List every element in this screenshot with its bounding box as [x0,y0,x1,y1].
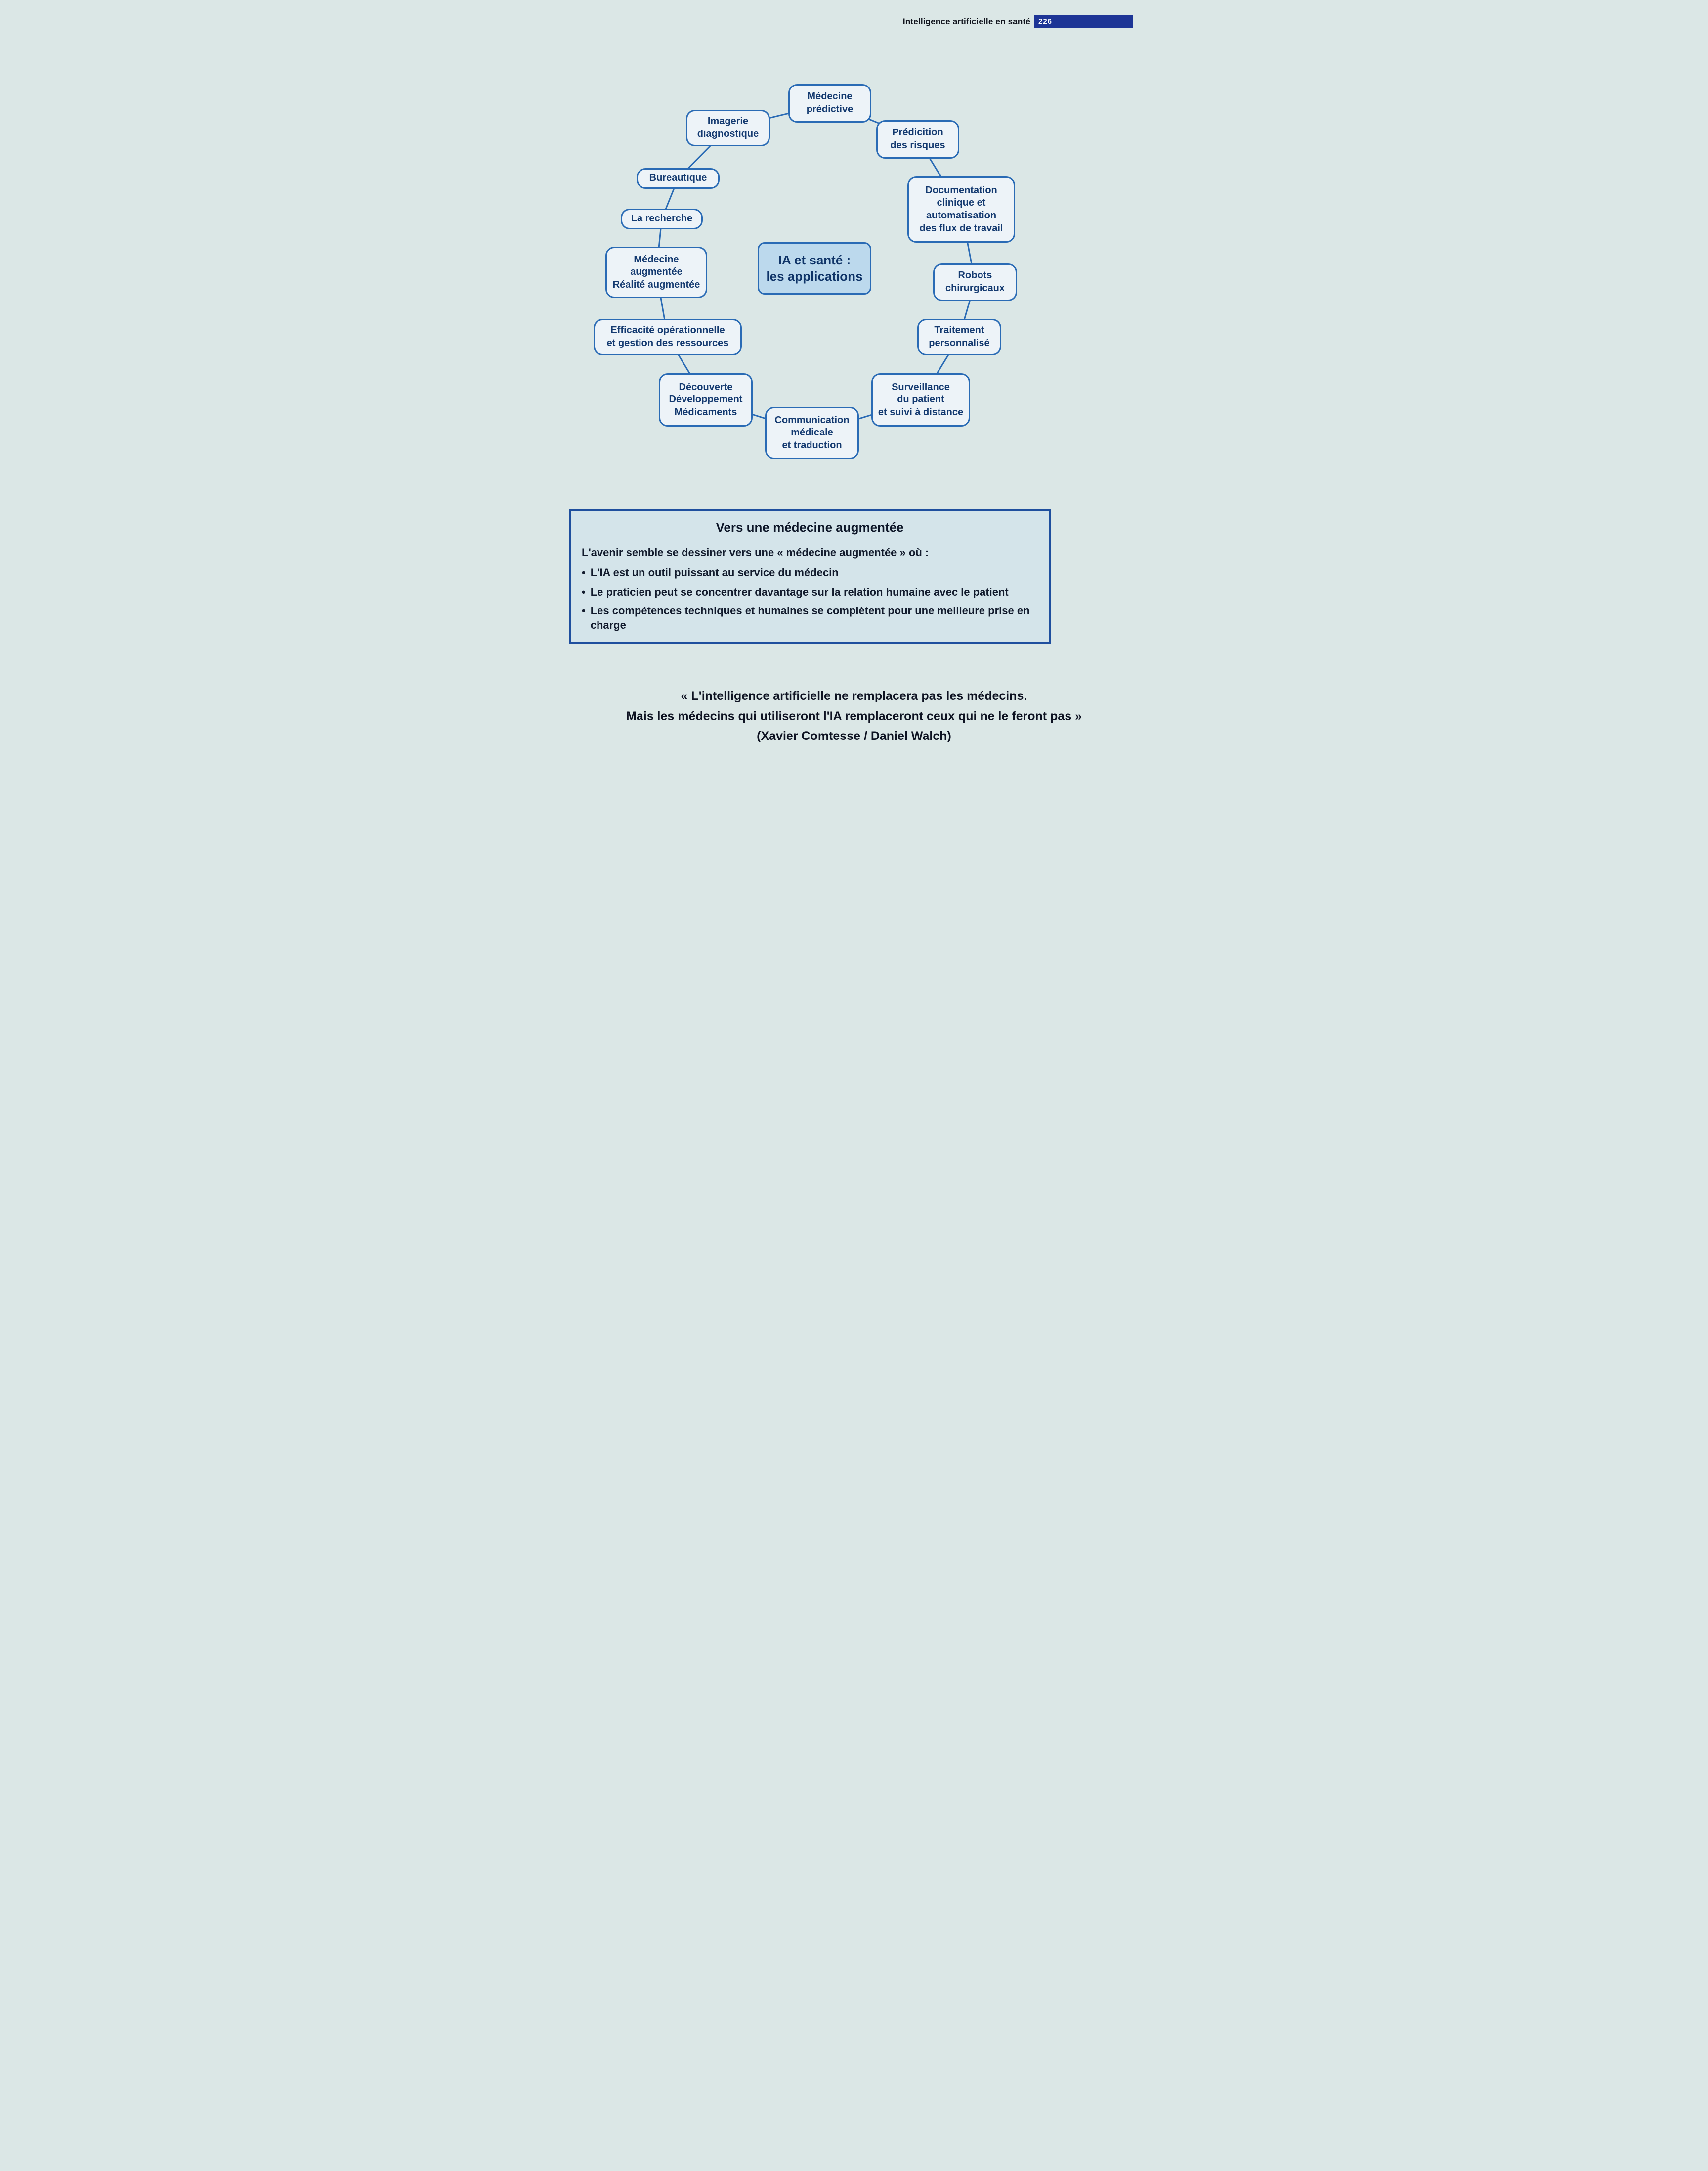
page-number: 226 [1038,17,1053,26]
node-bureautique: Bureautique [637,168,720,189]
node-la-recherche: La recherche [621,209,703,229]
node-prediction-des-risques: Prédicition des risques [876,120,959,159]
page-header: Intelligence artificielle en santé 226 [548,15,1133,28]
book-page: Intelligence artificielle en santé 226 M… [548,0,1160,779]
page-number-bar: 226 [1034,15,1133,28]
bullet-item: • Le praticien peut se concentrer davant… [582,585,1038,600]
quote-attribution: (Xavier Comtesse / Daniel Walch) [757,729,951,743]
info-box-medecine-augmentee: Vers une médecine augmentée L'avenir sem… [569,509,1051,644]
bullet-text: Les compétences techniques et humaines s… [590,605,1030,631]
node-decouverte-medicaments: Découverte Développement Médicaments [659,373,753,427]
node-robots-chirurgicaux: Robots chirurgicaux [933,263,1017,301]
closing-quote: « L'intelligence artificielle ne remplac… [548,686,1160,746]
node-traitement-personnalise: Traitement personnalisé [917,319,1001,355]
bullet-glyph: • [582,585,586,598]
node-imagerie-diagnostique: Imagerie diagnostique [686,110,770,146]
bullet-glyph: • [582,605,586,617]
node-center-ia-et-sante: IA et santé : les applications [758,242,871,295]
node-efficacite-operationnelle: Efficacité opérationnelle et gestion des… [594,319,742,355]
info-box-title: Vers une médecine augmentée [716,520,904,535]
bullet-item: • L'IA est un outil puissant au service … [582,566,1038,580]
bullet-text: Le praticien peut se concentrer davantag… [590,585,1009,598]
header-title: Intelligence artificielle en santé [902,16,1030,26]
bullet-item: • Les compétences techniques et humaines… [582,604,1038,632]
node-surveillance-patient: Surveillance du patient et suivi à dista… [871,373,970,427]
bullet-text: L'IA est un outil puissant au service du… [590,566,839,579]
node-communication-medicale: Communication médicale et traduction [765,407,859,459]
node-medecine-augmentee: Médecine augmentée Réalité augmentée [605,247,707,298]
info-box-intro: L'avenir semble se dessiner vers une « m… [582,546,929,559]
node-medecine-predictive: Médecine prédictive [788,84,871,123]
bullet-glyph: • [582,566,586,579]
quote-line-1: « L'intelligence artificielle ne remplac… [681,689,1027,703]
info-box-bullet-list: • L'IA est un outil puissant au service … [582,566,1038,632]
quote-line-2: Mais les médecins qui utiliseront l'IA r… [626,709,1082,723]
node-documentation-clinique: Documentation clinique et automatisation… [907,176,1015,243]
